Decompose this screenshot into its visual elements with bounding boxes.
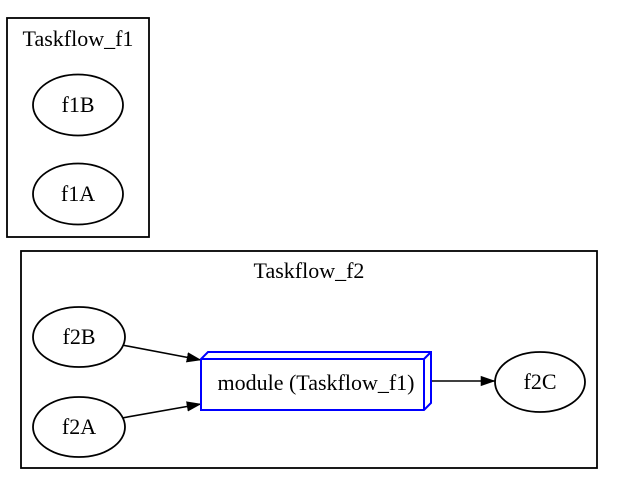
cluster-taskflow-f1: Taskflow_f1 f1B f1A <box>6 17 150 238</box>
node-module-label: module (Taskflow_f1) <box>217 370 414 395</box>
node-f1a: f1A <box>32 162 124 226</box>
node-f2b: f2B <box>32 306 126 368</box>
edge-f2b-to-module <box>121 344 202 363</box>
node-f2a-ellipse <box>32 396 126 458</box>
node-f2c: f2C <box>494 351 586 413</box>
cluster-taskflow-f2-border <box>20 250 598 469</box>
node-f1a-label: f1A <box>61 181 95 206</box>
cluster-taskflow-f1-border <box>6 17 150 238</box>
cluster-taskflow-f2-title: Taskflow_f2 <box>254 258 365 283</box>
node-f1b: f1B <box>32 73 124 137</box>
node-f1b-label: f1B <box>62 92 95 117</box>
edge-f2a-to-module <box>121 401 202 419</box>
module-box3d-corner-edge <box>423 351 432 360</box>
node-f2c-label: f2C <box>524 369 557 394</box>
cluster-taskflow-f2: Taskflow_f2 f2B f2A module (Taskflow_f1) <box>20 250 598 469</box>
node-f2a-label: f2A <box>62 414 96 439</box>
node-f2a: f2A <box>32 396 126 458</box>
node-f2b-ellipse <box>32 306 126 368</box>
cluster-taskflow-f1-title: Taskflow_f1 <box>23 26 134 51</box>
node-f1b-ellipse <box>32 73 124 137</box>
node-f2b-label: f2B <box>63 324 96 349</box>
node-f2c-ellipse <box>494 351 586 413</box>
node-f1a-ellipse <box>32 162 124 226</box>
node-module-box3d: module (Taskflow_f1) <box>200 351 432 411</box>
